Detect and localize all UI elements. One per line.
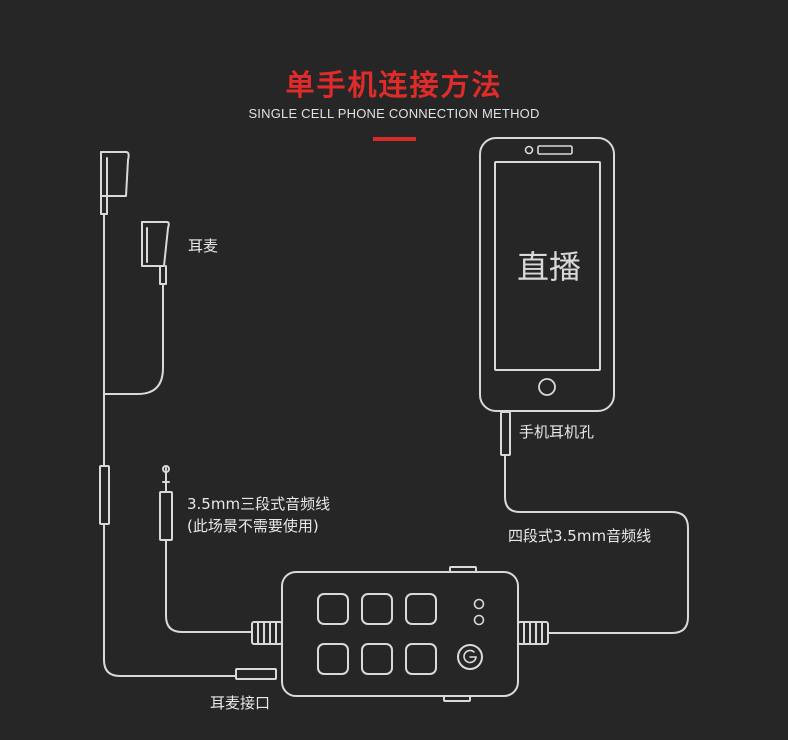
phone-screen-text: 直播 xyxy=(517,248,581,286)
three-pole-cable-label-line1: 3.5mm三段式音频线 xyxy=(187,495,331,513)
three-pole-cable-label-line2: (此场景不需要使用) xyxy=(187,517,319,535)
pad-button-4 xyxy=(317,643,349,675)
earbud-left-icon xyxy=(100,151,130,215)
pad-button-2 xyxy=(361,593,393,625)
four-pole-cable xyxy=(500,411,689,634)
three-pole-cable xyxy=(159,465,253,633)
pad-button-5 xyxy=(361,643,393,675)
earphone-cable xyxy=(99,213,277,680)
pad-button-6 xyxy=(405,643,437,675)
phone xyxy=(479,137,615,412)
pad-button-3 xyxy=(405,593,437,625)
earphone-label: 耳麦 xyxy=(188,237,219,255)
earbud-right-icon xyxy=(141,221,170,285)
pad-button-1 xyxy=(317,593,349,625)
phone-jack-label: 手机耳机孔 xyxy=(519,423,595,441)
page-title: 单手机连接方法 xyxy=(285,68,503,102)
sound-card-device xyxy=(251,566,549,702)
power-icon xyxy=(457,644,483,670)
page-subtitle: SINGLE CELL PHONE CONNECTION METHOD xyxy=(248,106,540,121)
title-accent-bar xyxy=(373,137,416,141)
earphone-port-label: 耳麦接口 xyxy=(210,694,271,712)
four-pole-cable-label: 四段式3.5mm音频线 xyxy=(508,527,652,545)
